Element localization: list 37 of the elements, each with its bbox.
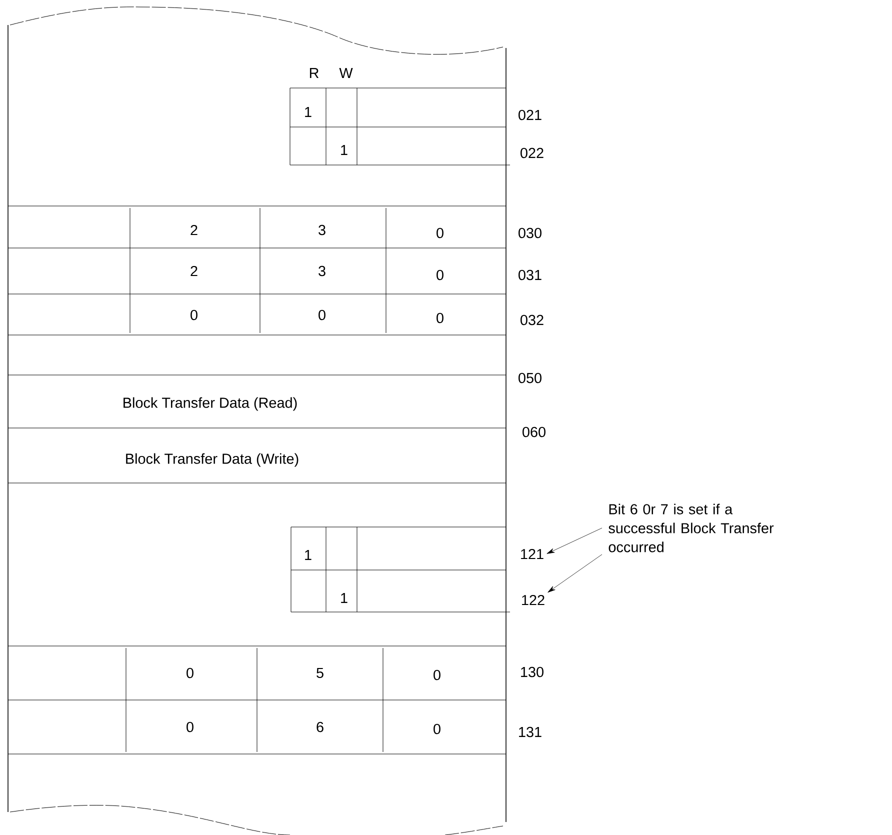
address-label: 122 [522,594,544,606]
bit-value: 1 [305,107,312,117]
arrow [546,528,602,554]
column-header: R [310,68,319,78]
bit-value: 1 [341,145,348,155]
digit-value: 2 [190,224,198,236]
digit-value: 0 [318,310,326,320]
address-label: 060 [522,426,546,438]
address-label: 121 [521,548,544,560]
digit-value: 0 [436,228,444,238]
digit-value: 6 [316,722,324,732]
bit-value: 1 [341,593,348,603]
address-label: 031 [518,270,542,280]
address-label: 030 [518,228,542,238]
column-header: W [339,68,353,78]
digit-value: 0 [434,724,440,734]
digit-value: 0 [186,722,194,732]
digit-value: 0 [436,312,444,324]
row-label: Block Transfer Data (Read) [124,397,297,411]
address-label: 130 [521,666,544,678]
digit-value: 3 [318,266,326,276]
address-label: 050 [518,372,542,384]
address-label: 022 [520,148,544,158]
digit-value: 0 [186,668,194,678]
digit-value: 0 [436,270,444,280]
digit-value: 3 [318,224,326,236]
bit-value: 1 [305,550,312,560]
address-label: 021 [518,110,542,120]
note-text: Bit 6 0r 7 is set if a successful Block Transfer occurred [608,504,774,552]
digit-value: 0 [434,670,440,680]
address-label: 032 [520,314,544,326]
arrow [548,554,602,593]
row-label: Block Transfer Data (Write) [126,453,298,467]
digit-value: 2 [190,266,198,276]
digit-value: 5 [316,668,324,678]
digit-value: 0 [190,310,198,320]
address-label: 131 [519,726,542,738]
